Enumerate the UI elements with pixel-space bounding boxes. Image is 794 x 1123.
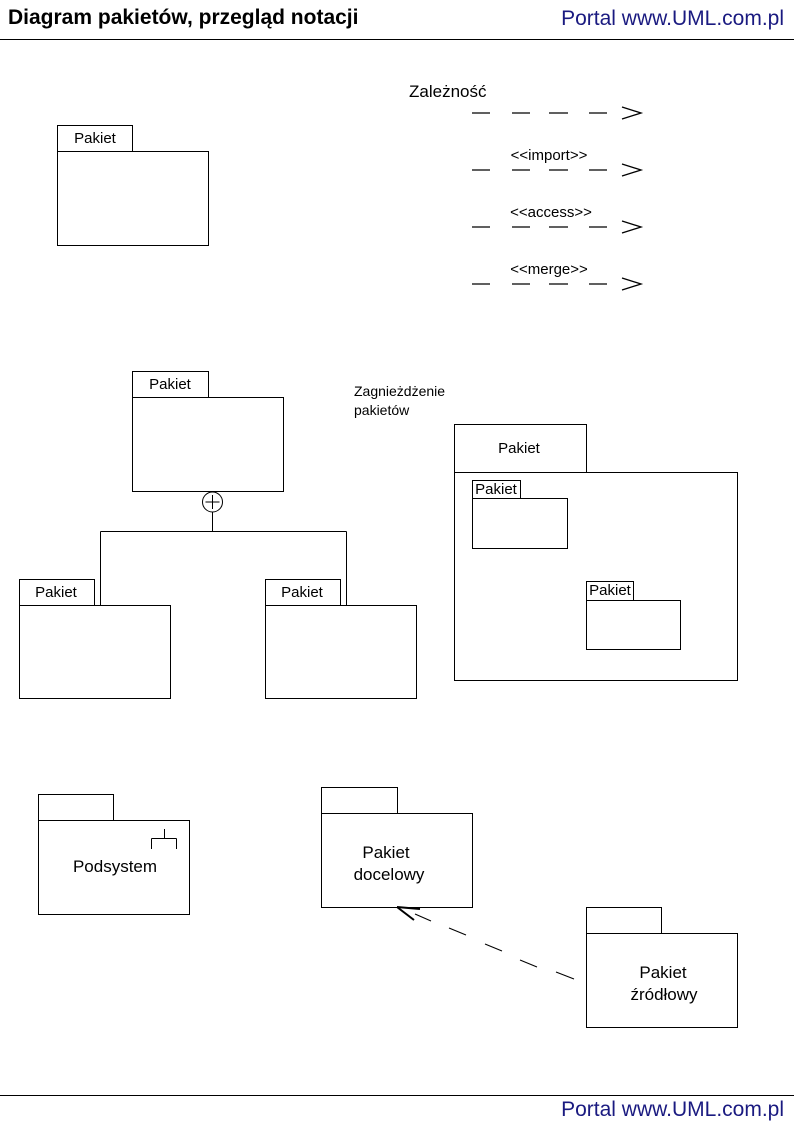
package-inner-2[interactable] — [586, 581, 681, 650]
nesting-caption-line2: pakietów — [354, 402, 410, 418]
open-arrowhead-icon — [621, 106, 644, 120]
package-tab — [586, 907, 662, 934]
package-source[interactable] — [586, 907, 738, 1028]
dependency-merge-label: <<merge>> — [510, 261, 588, 278]
package-body — [19, 605, 171, 699]
package-child-left-label: Pakiet — [35, 584, 78, 601]
package-outer-label: Pakiet — [498, 440, 541, 457]
dependency-import-label: <<import>> — [511, 147, 588, 164]
open-arrowhead-icon — [621, 163, 644, 177]
package-body — [38, 820, 190, 915]
package-inner-2-label: Pakiet — [589, 582, 632, 599]
open-arrowhead-icon — [621, 277, 644, 291]
package-body — [586, 600, 681, 650]
package-child-right[interactable] — [265, 579, 417, 699]
package-simple[interactable] — [57, 125, 209, 246]
package-body — [132, 397, 284, 492]
package-target-label-line1: Pakiet — [362, 843, 410, 862]
header-divider — [0, 39, 794, 40]
package-body — [472, 498, 568, 549]
package-child-left[interactable] — [19, 579, 171, 699]
package-simple-label: Pakiet — [74, 130, 117, 147]
open-arrowhead-icon — [396, 906, 421, 921]
portal-link-header[interactable]: Portal www.UML.com.pl — [561, 7, 784, 30]
dependency-line-access — [472, 220, 644, 234]
dependency-line-plain — [472, 106, 644, 120]
package-target-label-line2: docelowy — [354, 865, 425, 884]
package-body — [454, 472, 738, 681]
package-parent-label: Pakiet — [149, 376, 192, 393]
dependency-title: Zależność — [409, 82, 487, 101]
package-source-label-line2: źródłowy — [630, 985, 698, 1004]
package-tab — [321, 787, 398, 814]
package-inner-1[interactable] — [472, 480, 568, 549]
portal-link-footer[interactable]: Portal www.UML.com.pl — [561, 1098, 784, 1121]
package-tab — [38, 794, 114, 821]
subsystem-label: Podsystem — [73, 857, 157, 876]
package-subsystem[interactable] — [38, 794, 190, 915]
footer-divider — [0, 1095, 794, 1096]
package-source-label-line1: Pakiet — [639, 963, 687, 982]
package-body — [586, 933, 738, 1028]
package-body — [265, 605, 417, 699]
dependency-line-import — [472, 163, 644, 177]
containment-connector — [100, 491, 347, 605]
nesting-caption-line1: Zagnieżdżenie — [354, 383, 445, 399]
package-inner-1-label: Pakiet — [475, 481, 518, 498]
dependency-line-merge — [472, 277, 644, 291]
package-child-right-label: Pakiet — [281, 584, 324, 601]
package-body — [57, 151, 209, 246]
open-arrowhead-icon — [621, 220, 644, 234]
package-outer[interactable] — [454, 424, 738, 681]
dependency-arrow — [396, 906, 575, 980]
dependency-access-label: <<access>> — [510, 204, 592, 221]
subsystem-fork-icon — [151, 829, 177, 849]
page-title: Diagram pakietów, przegląd notacji — [8, 6, 359, 29]
package-parent[interactable] — [132, 371, 284, 492]
